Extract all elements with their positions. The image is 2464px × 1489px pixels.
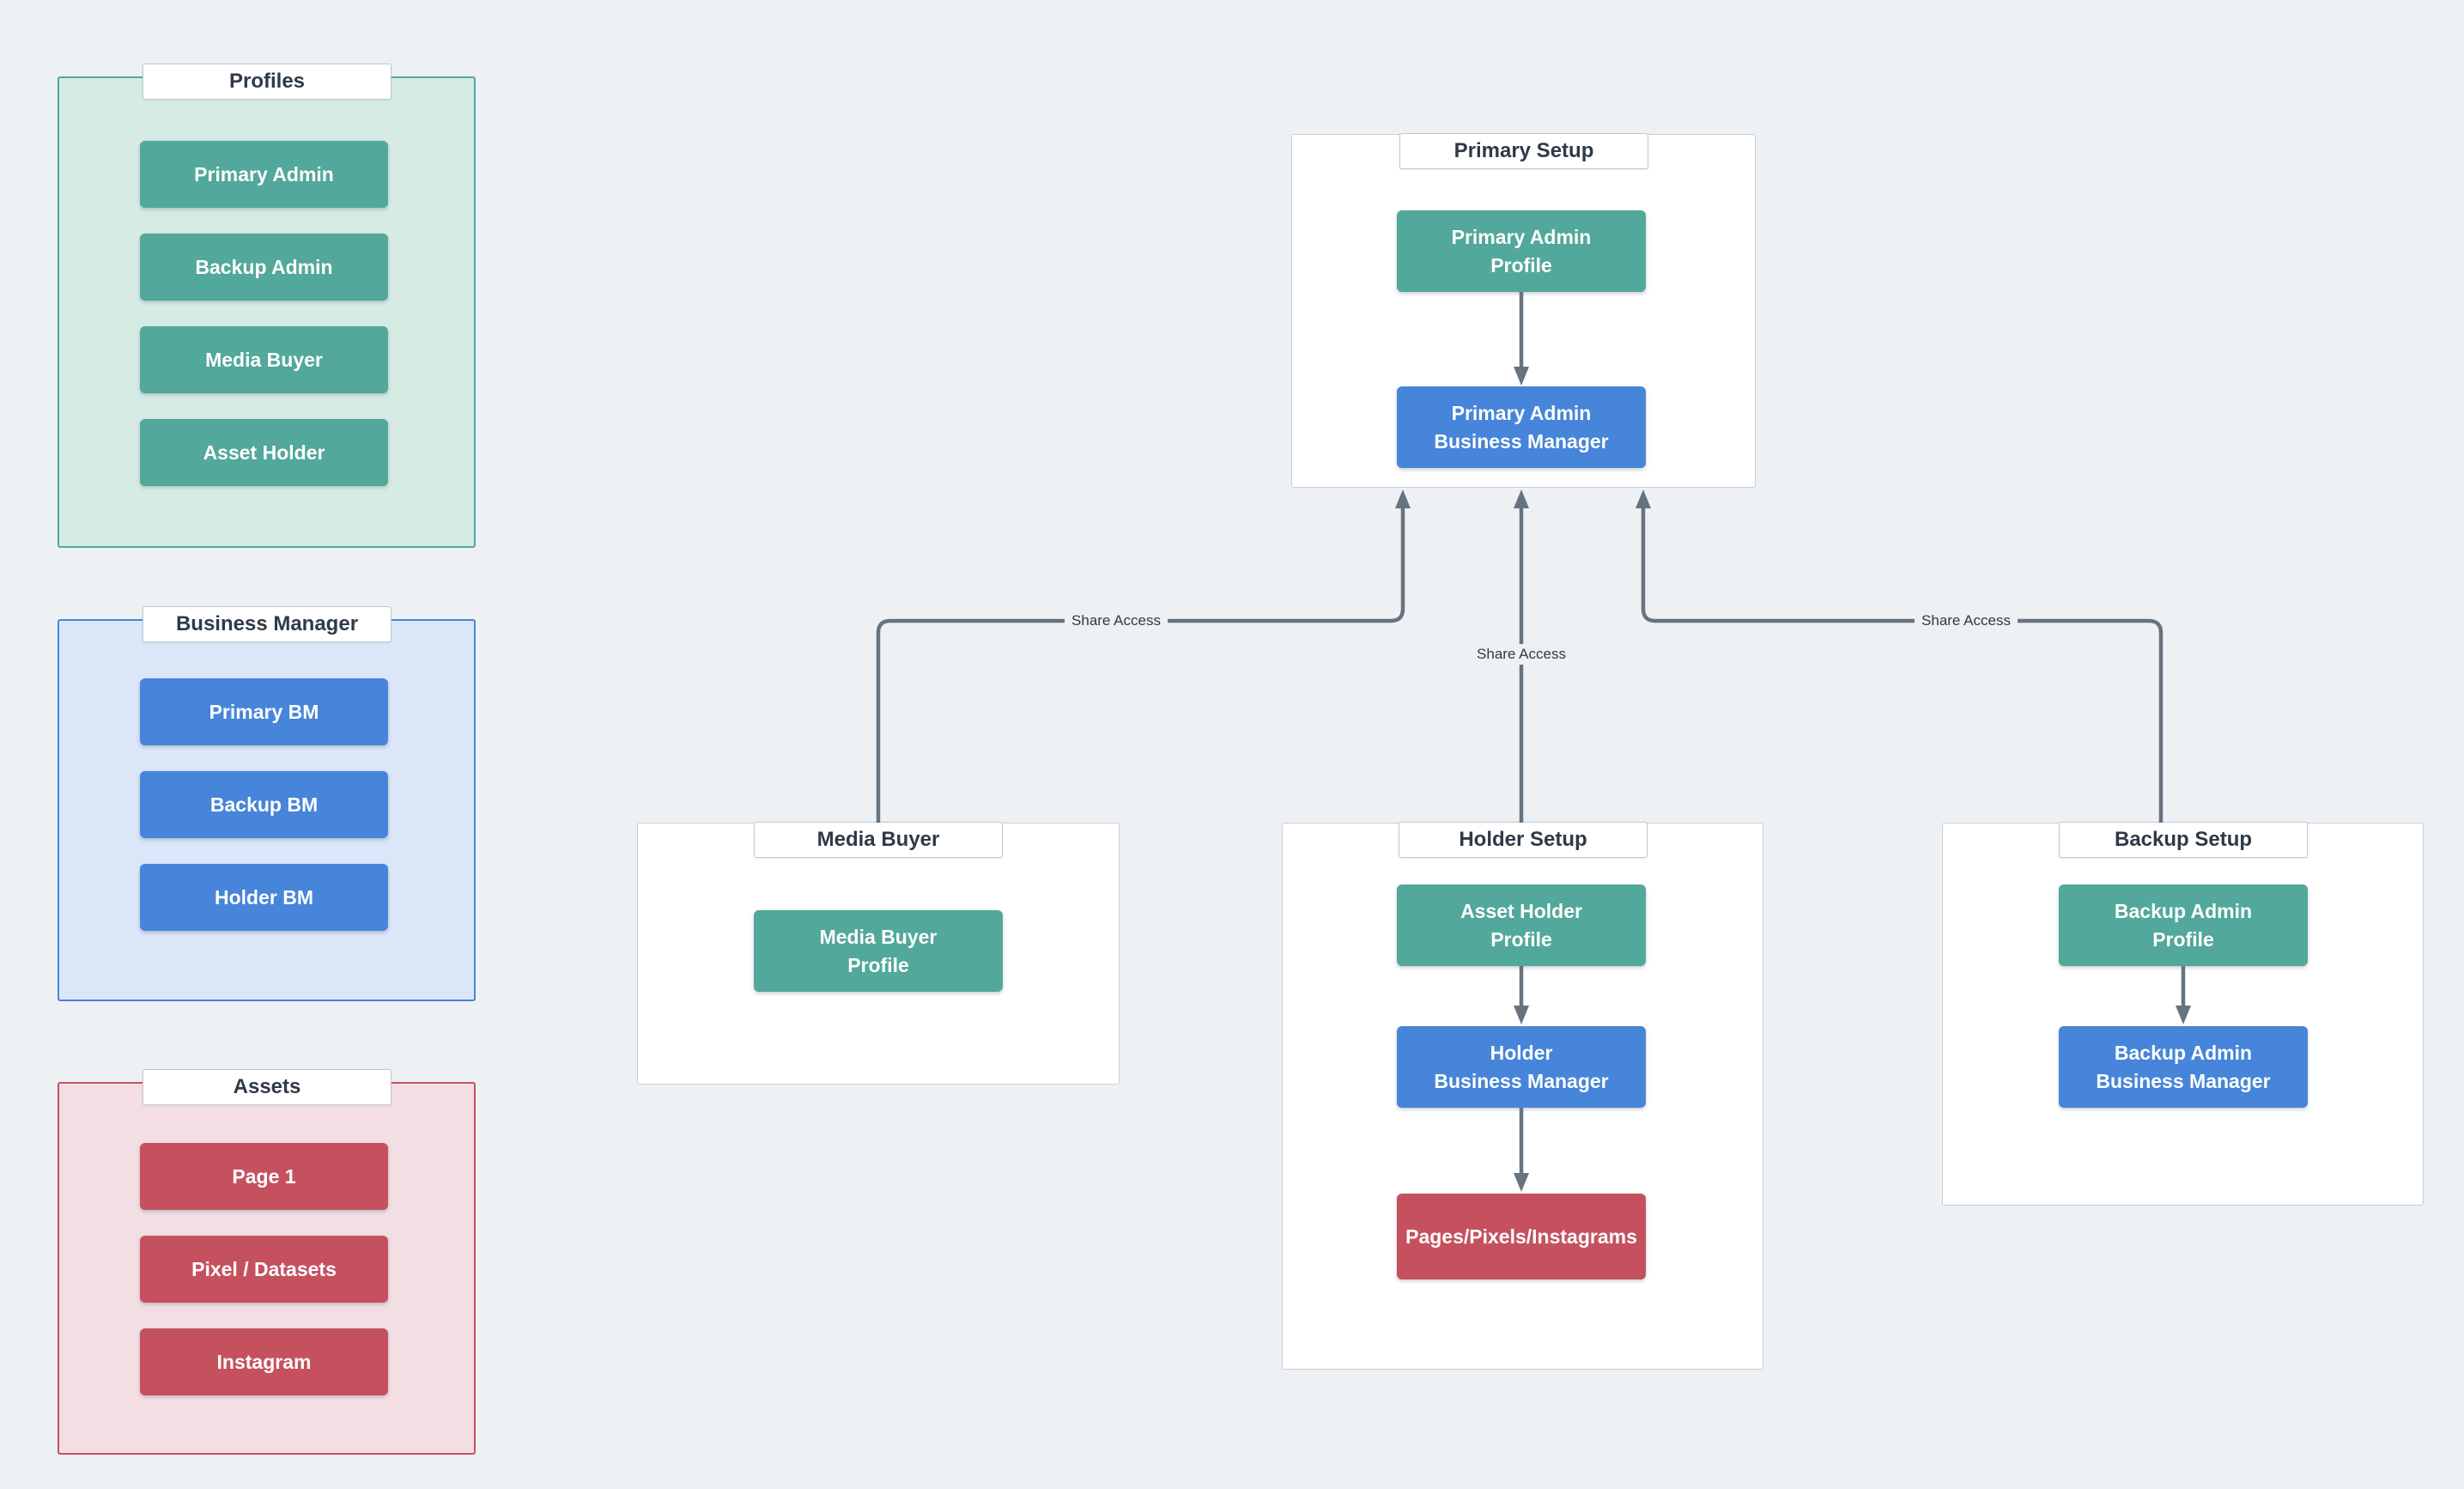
profiles-legend-title: Profiles — [228, 70, 306, 93]
business-manager-legend-title: Business Manager — [175, 612, 359, 635]
edge-backup-to-primary — [1641, 508, 2164, 823]
legend-node-backup-bm: Backup BM — [140, 771, 388, 838]
node-label-line: Primary Admin — [1451, 225, 1592, 248]
media-buyer-title-tab: Media Buyer — [754, 822, 1003, 858]
holder-setup-title-tab: Holder Setup — [1399, 822, 1648, 858]
arrowhead-down-icon — [1514, 1173, 1529, 1192]
legend-node-label: Backup Admin — [195, 255, 333, 278]
legend-node-label: Holder BM — [215, 885, 313, 909]
legend-node-primary-admin: Primary Admin — [140, 141, 388, 208]
edge-media-buyer-to-primary — [876, 508, 1405, 823]
legend-node-label: Backup BM — [209, 793, 319, 816]
legend-node-page-1: Page 1 — [140, 1143, 388, 1210]
legend-node-label: Instagram — [216, 1350, 312, 1373]
share-access-label-left: Share Access — [1065, 611, 1168, 631]
backup-setup-title: Backup Setup — [2114, 828, 2253, 851]
arrowhead-up-icon — [1395, 489, 1411, 508]
legend-node-label: Page 1 — [232, 1164, 296, 1188]
primary-setup-title-tab: Primary Setup — [1399, 133, 1648, 169]
assets-legend-title: Assets — [233, 1075, 301, 1098]
node-label-line: Asset Holder — [1460, 899, 1582, 922]
holder-setup-title: Holder Setup — [1459, 828, 1587, 851]
node-label-line: Business Manager — [1434, 1069, 1609, 1092]
legend-node-instagram: Instagram — [140, 1328, 388, 1395]
legend-node-primary-bm: Primary BM — [140, 678, 388, 745]
legend-node-label: Primary BM — [209, 700, 319, 723]
arrowhead-down-icon — [2176, 1006, 2191, 1024]
arrowhead-up-icon — [1514, 489, 1529, 508]
node-label-line: Profile — [2152, 927, 2214, 951]
primary-admin-profile-node: Primary Admin Profile — [1397, 210, 1646, 292]
node-label-line: Primary Admin — [1451, 401, 1592, 424]
arrowhead-down-icon — [1514, 1006, 1529, 1024]
holder-business-manager-node: Holder Business Manager — [1397, 1026, 1646, 1108]
business-manager-legend-title-tab: Business Manager — [143, 606, 391, 642]
assets-legend-title-tab: Assets — [143, 1069, 391, 1105]
media-buyer-profile-node: Media Buyer Profile — [754, 910, 1003, 992]
node-label-line: Business Manager — [2096, 1069, 2271, 1092]
media-buyer-title: Media Buyer — [816, 828, 940, 851]
node-label-line: Backup Admin — [2114, 1041, 2253, 1064]
backup-setup-title-tab: Backup Setup — [2059, 822, 2308, 858]
share-access-label-right: Share Access — [1915, 611, 2018, 631]
node-label-line: Holder — [1490, 1041, 1553, 1064]
node-label-line: Media Buyer — [819, 925, 938, 948]
node-label-line: Profile — [1490, 927, 1552, 951]
arrowhead-down-icon — [1514, 367, 1529, 386]
node-label-line: Profile — [1490, 253, 1552, 277]
legend-node-label: Asset Holder — [203, 441, 325, 464]
node-label-line: Pages/Pixels/Instagrams — [1405, 1225, 1637, 1248]
pages-pixels-instagrams-node: Pages/Pixels/Instagrams — [1397, 1194, 1646, 1279]
legend-node-pixel-datasets: Pixel / Datasets — [140, 1236, 388, 1303]
legend-node-holder-bm: Holder BM — [140, 864, 388, 931]
node-label-line: Backup Admin — [2114, 899, 2253, 922]
backup-admin-business-manager-node: Backup Admin Business Manager — [2059, 1026, 2308, 1108]
legend-node-asset-holder: Asset Holder — [140, 419, 388, 486]
primary-admin-business-manager-node: Primary Admin Business Manager — [1397, 386, 1646, 468]
asset-holder-profile-node: Asset Holder Profile — [1397, 884, 1646, 966]
legend-node-label: Primary Admin — [194, 162, 334, 185]
share-access-label-middle: Share Access — [1470, 644, 1573, 665]
legend-node-label: Media Buyer — [205, 348, 323, 371]
legend-node-media-buyer: Media Buyer — [140, 326, 388, 393]
node-label-line: Profile — [847, 953, 909, 976]
node-label-line: Business Manager — [1434, 429, 1609, 453]
profiles-legend-title-tab: Profiles — [143, 64, 391, 100]
legend-node-backup-admin: Backup Admin — [140, 234, 388, 301]
primary-setup-title: Primary Setup — [1454, 139, 1594, 162]
arrowhead-up-icon — [1636, 489, 1651, 508]
legend-node-label: Pixel / Datasets — [191, 1257, 337, 1280]
backup-admin-profile-node: Backup Admin Profile — [2059, 884, 2308, 966]
